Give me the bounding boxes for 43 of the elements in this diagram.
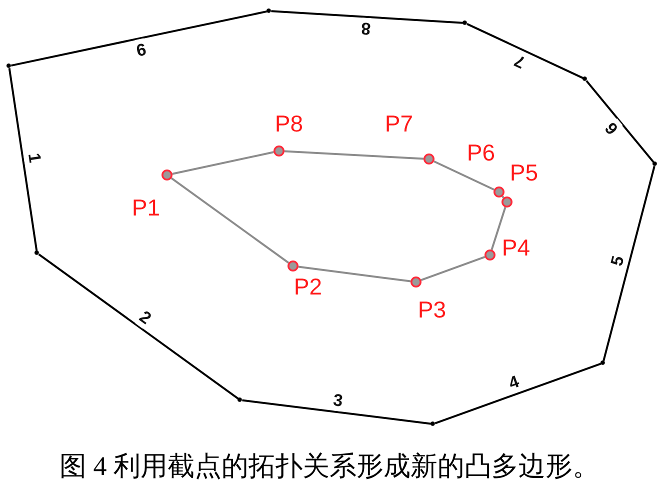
polygon-edge	[298, 266, 411, 282]
point-label: P7	[384, 110, 414, 138]
point-label: P5	[510, 160, 538, 186]
polygon-edge	[602, 166, 656, 362]
polygon-edge	[434, 160, 494, 191]
polygon-edge	[434, 362, 602, 424]
polygon-edge	[172, 151, 274, 175]
polygon-edge	[502, 196, 504, 198]
vertex-marker	[161, 169, 173, 181]
point-label: P3	[418, 296, 446, 324]
polygon-edge	[8, 68, 38, 251]
vertex-marker	[484, 249, 496, 261]
vertex-marker	[423, 153, 435, 165]
point-label: P4	[502, 234, 530, 262]
vertex-marker	[287, 260, 299, 272]
point-label: P1	[132, 194, 160, 222]
polygon-edge	[284, 150, 424, 160]
polygon-edge	[586, 80, 654, 163]
polygon-edge	[10, 10, 268, 67]
figure-caption: 图 4 利用截点的拓扑关系形成新的凸多边形。	[60, 450, 600, 483]
polygon-edge	[242, 399, 431, 425]
vertex-dot	[430, 421, 436, 427]
vertex-dot	[652, 161, 658, 167]
vertex-marker	[501, 196, 513, 208]
vertex-dot	[462, 20, 468, 26]
polygon-edge	[466, 23, 584, 79]
vertex-dot	[34, 250, 40, 256]
polygon-edge	[420, 256, 486, 282]
point-label: P8	[274, 110, 304, 138]
point-label: P2	[294, 274, 322, 300]
polygon-edge	[38, 253, 239, 400]
vertex-marker	[493, 186, 505, 198]
vertex-dot	[266, 8, 272, 14]
polygon-edge	[490, 206, 506, 250]
vertex-marker	[410, 276, 422, 288]
polygon-edge	[271, 10, 463, 24]
vertex-marker	[273, 145, 285, 157]
polygon-edge	[170, 177, 290, 264]
vertex-dot	[6, 63, 12, 69]
point-label: P6	[466, 140, 496, 166]
vertex-dot	[582, 76, 588, 82]
vertex-dot	[237, 397, 243, 403]
vertex-dot	[600, 360, 606, 366]
